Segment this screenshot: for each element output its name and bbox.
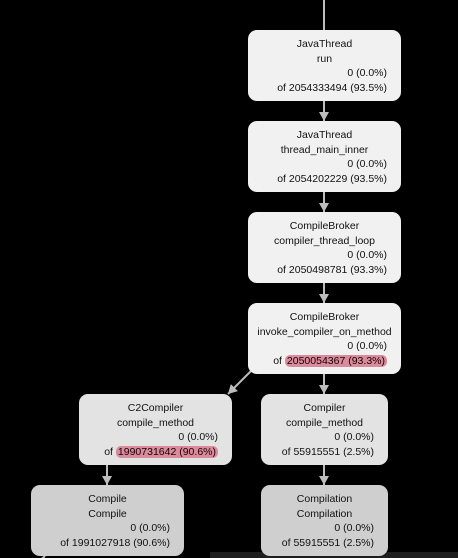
node-total-value: 2054202229 (93.5%) <box>288 172 387 185</box>
node-class: Compile <box>88 493 127 505</box>
node-total-prefix: of <box>281 536 291 549</box>
arrowhead <box>319 112 329 121</box>
node-self-value: 0 (0.0%) <box>347 249 387 261</box>
node-function: thread_main_inner <box>280 143 369 156</box>
node-javathread-thread-main-inner[interactable]: JavaThread thread_main_inner 0 (0.0%) of… <box>248 121 401 192</box>
node-function: Compile <box>88 507 127 520</box>
arrowhead <box>319 203 329 212</box>
node-total-value: 2054333494 (93.5%) <box>288 81 387 94</box>
node-total-prefix: of <box>60 536 69 549</box>
arrowhead <box>319 294 329 303</box>
node-total-value: 55915551 (2.5%) <box>293 536 374 549</box>
node-function: compile_method <box>116 416 195 429</box>
node-total-value-highlighted: 2050054367 (93.3%) <box>284 354 387 367</box>
node-self-value: 0 (0.0%) <box>130 522 170 534</box>
node-function: invoke_compiler_on_method <box>257 325 392 338</box>
node-self-value: 0 (0.0%) <box>347 67 387 79</box>
node-compile-compile[interactable]: Compile Compile 0 (0.0%) of 1991027918 (… <box>31 485 184 556</box>
node-javathread-run[interactable]: JavaThread run 0 (0.0%) of 2054333494 (9… <box>248 30 401 101</box>
node-class: CompileBroker <box>289 311 360 323</box>
node-compilebroker-invoke-compiler-on-method[interactable]: CompileBroker invoke_compiler_on_method … <box>248 303 401 374</box>
node-total-prefix: of <box>281 445 291 458</box>
node-total-value: 1991027918 (90.6%) <box>71 536 170 549</box>
arrowhead <box>102 476 112 485</box>
node-total-line: of 1991027918 (90.6%) <box>31 536 184 551</box>
node-c2compiler-compile-method[interactable]: C2Compiler compile_method 0 (0.0%) of 19… <box>79 394 232 465</box>
node-total-line: of 2054333494 (93.5%) <box>248 81 401 96</box>
node-class: Compilation <box>296 493 353 505</box>
node-total-line: of 2054202229 (93.5%) <box>248 172 401 187</box>
node-compilation-compilation[interactable]: Compilation Compilation 0 (0.0%) of 5591… <box>261 485 388 556</box>
node-self-value: 0 (0.0%) <box>347 340 387 352</box>
node-total-line: of 2050498781 (93.3%) <box>248 263 401 278</box>
node-total-line: of 2050054367 (93.3%) <box>248 354 401 369</box>
node-class: JavaThread <box>296 129 353 141</box>
node-class: Compiler <box>303 402 346 414</box>
node-self-value: 0 (0.0%) <box>347 158 387 170</box>
node-self-value: 0 (0.0%) <box>334 522 374 534</box>
node-total-prefix: of <box>277 172 286 185</box>
node-self-value: 0 (0.0%) <box>334 431 374 443</box>
node-total-prefix: of <box>277 263 286 276</box>
node-function: run <box>316 52 333 65</box>
node-self-value: 0 (0.0%) <box>178 431 218 443</box>
node-class: C2Compiler <box>127 402 184 414</box>
node-function: compile_method <box>285 416 364 429</box>
node-total-prefix: of <box>273 354 282 367</box>
node-total-line: of 55915551 (2.5%) <box>261 445 388 460</box>
arrowhead <box>228 384 238 394</box>
node-class: JavaThread <box>296 38 353 50</box>
arrowhead <box>319 385 329 394</box>
node-total-value: 55915551 (2.5%) <box>293 445 374 458</box>
node-total-prefix: of <box>104 445 113 458</box>
node-total-line: of 55915551 (2.5%) <box>261 536 388 551</box>
arrowhead <box>319 476 329 485</box>
node-function: Compilation <box>296 507 353 520</box>
node-compiler-compile-method[interactable]: Compiler compile_method 0 (0.0%) of 5591… <box>261 394 388 465</box>
node-total-line: of 1990731642 (90.6%) <box>79 445 232 460</box>
node-class: CompileBroker <box>289 220 360 232</box>
node-function: compiler_thread_loop <box>274 234 375 247</box>
node-total-value: 2050498781 (93.3%) <box>288 263 387 276</box>
node-total-value-highlighted: 1990731642 (90.6%) <box>115 445 218 458</box>
node-total-prefix: of <box>277 81 286 94</box>
node-compilebroker-compiler-thread-loop[interactable]: CompileBroker compiler_thread_loop 0 (0.… <box>248 212 401 283</box>
